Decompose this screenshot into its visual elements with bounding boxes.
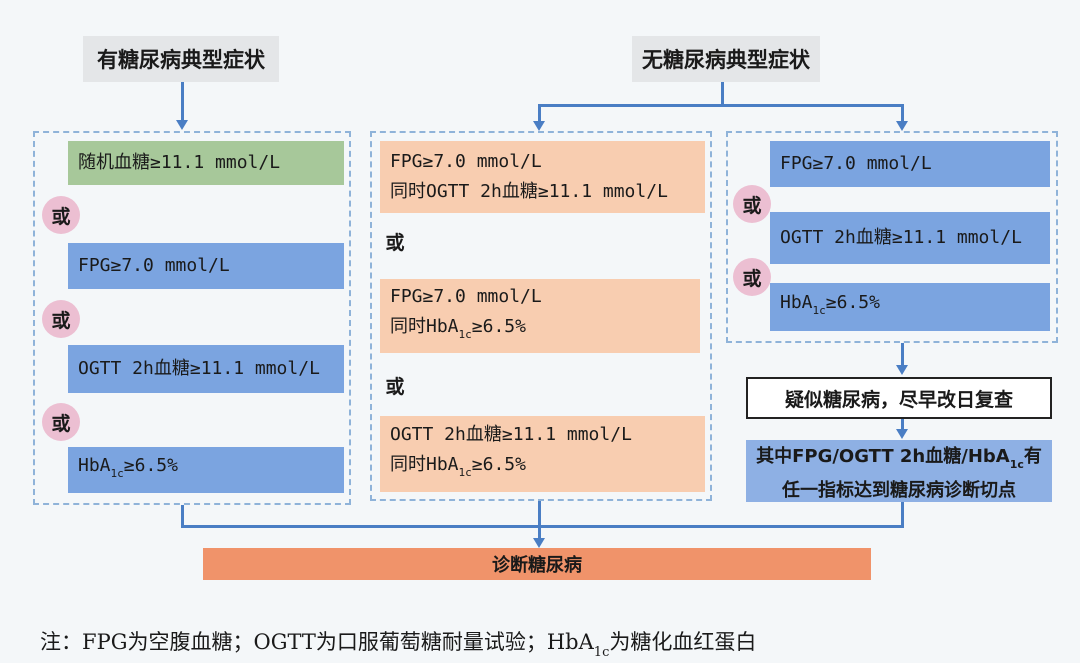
diagnosis-box: 诊断糖尿病 — [203, 548, 871, 580]
footnote: 注：FPG为空腹血糖；OGTT为口服葡萄糖耐量试验；HbA1c为糖化血红蛋白 — [40, 626, 756, 660]
connector-line — [538, 501, 541, 539]
subscript: 1c — [458, 466, 472, 479]
text-part: 其中FPG/OGTT 2h血糖/HbA — [756, 446, 1010, 467]
criteria-column-combined — [370, 131, 712, 501]
criterion-fpg-and-ogtt: FPG≥7.0 mmol/L 同时OGTT 2h血糖≥11.1 mmol/L — [380, 141, 705, 213]
criteria-column-symptomatic — [33, 131, 351, 505]
text-part: HbA — [78, 455, 111, 476]
or-badge: 或 — [376, 222, 414, 260]
or-badge: 或 — [376, 366, 414, 404]
subscript: 1c — [110, 467, 124, 480]
criterion-ogtt-and-hba1c: OGTT 2h血糖≥11.1 mmol/L 同时HbA1c≥6.5% — [380, 416, 705, 492]
or-badge: 或 — [733, 185, 771, 223]
criterion-text: OGTT 2h血糖≥11.1 mmol/L — [78, 358, 320, 379]
or-label: 或 — [51, 205, 71, 228]
or-label: 或 — [51, 412, 71, 435]
arrow-down-icon — [896, 365, 908, 375]
text-part: 有 — [1023, 446, 1042, 467]
connector-line — [181, 525, 904, 528]
criterion-random-glucose: 随机血糖≥11.1 mmol/L — [68, 141, 344, 185]
criterion-fpg: FPG≥7.0 mmol/L — [68, 243, 344, 289]
connector-line — [901, 104, 904, 124]
or-label: 或 — [51, 309, 71, 332]
criterion-text: OGTT 2h血糖≥11.1 mmol/L — [780, 227, 1022, 248]
connector-line — [538, 104, 541, 124]
connector-line — [721, 82, 724, 106]
subscript: 1c — [812, 304, 826, 317]
text-part: ≥6.5% — [123, 455, 178, 476]
criterion-fpg-and-hba1c: FPG≥7.0 mmol/L 同时HbA1c≥6.5% — [380, 279, 700, 353]
header-without-symptoms: 无糖尿病典型症状 — [632, 36, 820, 82]
diagnosis-label: 诊断糖尿病 — [492, 555, 582, 576]
or-label: 或 — [385, 231, 405, 254]
criterion-fpg: FPG≥7.0 mmol/L — [770, 141, 1050, 187]
text-part: HbA — [780, 292, 813, 313]
or-badge: 或 — [733, 258, 771, 296]
text-part: 同时HbA — [390, 454, 459, 475]
suspected-diabetes-box: 疑似糖尿病，尽早改日复查 — [746, 377, 1052, 419]
header-without-symptoms-label: 无糖尿病典型症状 — [642, 48, 810, 72]
suspected-diabetes-label: 疑似糖尿病，尽早改日复查 — [784, 388, 1013, 411]
text-part: ≥6.5% — [471, 316, 526, 337]
subscript: 1c — [1009, 458, 1024, 471]
criterion-text: HbA1c≥6.5% — [780, 288, 1050, 326]
arrow-down-icon — [896, 429, 908, 439]
criterion-line: 同时HbA1c≥6.5% — [390, 312, 700, 350]
connector-line — [901, 419, 904, 431]
criteria-column-single — [726, 131, 1058, 343]
criterion-text: FPG≥7.0 mmol/L — [780, 153, 932, 174]
criterion-line: OGTT 2h血糖≥11.1 mmol/L — [390, 424, 632, 445]
connector-line — [181, 82, 184, 122]
arrow-down-icon — [896, 121, 908, 131]
or-badge: 或 — [42, 196, 80, 234]
text-part: 同时HbA — [390, 316, 459, 337]
or-badge: 或 — [42, 300, 80, 338]
criterion-ogtt: OGTT 2h血糖≥11.1 mmol/L — [68, 345, 344, 393]
any-indicator-line: 其中FPG/OGTT 2h血糖/HbA1c有 — [746, 444, 1052, 478]
criterion-text: HbA1c≥6.5% — [78, 451, 344, 489]
connector-line — [538, 104, 904, 107]
criterion-line: FPG≥7.0 mmol/L — [390, 151, 542, 172]
text-part: ≥6.5% — [825, 292, 880, 313]
or-badge: 或 — [42, 403, 80, 441]
arrow-down-icon — [533, 121, 545, 131]
criterion-text: 随机血糖≥11.1 mmol/L — [78, 152, 281, 173]
header-with-symptoms: 有糖尿病典型症状 — [83, 36, 279, 82]
arrow-down-icon — [176, 120, 188, 130]
criterion-hba1c: HbA1c≥6.5% — [68, 447, 344, 493]
criterion-ogtt: OGTT 2h血糖≥11.1 mmol/L — [770, 212, 1050, 264]
header-with-symptoms-label: 有糖尿病典型症状 — [97, 48, 265, 72]
connector-line — [181, 505, 184, 527]
criterion-line: 同时HbA1c≥6.5% — [390, 450, 705, 488]
text-part: 注：FPG为空腹血糖；OGTT为口服葡萄糖耐量试验；HbA — [40, 630, 594, 654]
text-part: 为糖化血红蛋白 — [609, 630, 757, 654]
criterion-line: 同时OGTT 2h血糖≥11.1 mmol/L — [390, 181, 668, 202]
subscript: 1c — [458, 328, 472, 341]
or-label: 或 — [742, 267, 762, 290]
any-indicator-line: 任一指标达到糖尿病诊断切点 — [782, 480, 1016, 501]
connector-line — [901, 502, 904, 527]
any-indicator-box: 其中FPG/OGTT 2h血糖/HbA1c有 任一指标达到糖尿病诊断切点 — [746, 440, 1052, 502]
connector-line — [901, 343, 904, 367]
subscript: 1c — [593, 645, 610, 660]
text-part: ≥6.5% — [471, 454, 526, 475]
criterion-hba1c: HbA1c≥6.5% — [770, 283, 1050, 331]
or-label: 或 — [385, 375, 405, 398]
arrow-down-icon — [533, 538, 545, 548]
criterion-line: FPG≥7.0 mmol/L — [390, 286, 542, 307]
criterion-text: FPG≥7.0 mmol/L — [78, 255, 230, 276]
or-label: 或 — [742, 194, 762, 217]
